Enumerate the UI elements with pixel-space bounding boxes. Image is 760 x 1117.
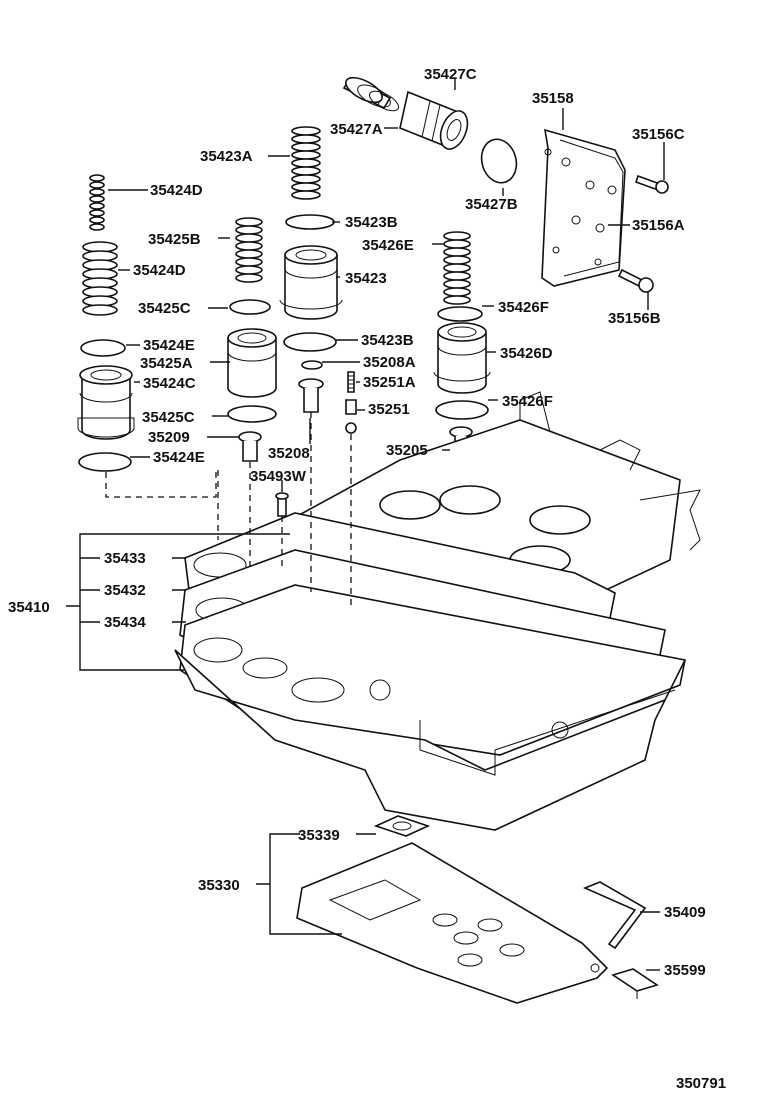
spring-35424D-small [89, 174, 105, 231]
label-35433: 35433 [104, 550, 146, 567]
plug-35209 [238, 431, 262, 462]
label-35432: 35432 [104, 582, 146, 599]
label-35426D: 35426D [500, 345, 553, 362]
clip-35599 [611, 968, 659, 999]
bolt-35156B [617, 268, 654, 293]
label-35156B: 35156B [608, 310, 661, 327]
label-35424E-top: 35424E [143, 337, 195, 354]
o-ring-35427B [480, 138, 518, 184]
o-ring-35426F-top [437, 306, 483, 322]
assembly-guide-line [105, 472, 217, 498]
label-35424E-bottom: 35424E [153, 449, 205, 466]
label-35208: 35208 [268, 445, 310, 462]
label-35493W: 35493W [250, 468, 307, 485]
bracket-35409 [582, 881, 647, 950]
label-35209: 35209 [148, 429, 190, 446]
oil-strainer-35330 [296, 842, 609, 1004]
label-35251: 35251 [368, 401, 410, 418]
o-ring-35423B-bottom [283, 332, 337, 352]
label-35599: 35599 [664, 962, 706, 979]
gasket-35339 [373, 815, 431, 837]
label-35251A: 35251A [363, 374, 416, 391]
o-ring-35425C-bottom [227, 405, 277, 423]
valve-body-lower [174, 649, 686, 831]
o-ring-35423B-top [285, 214, 335, 230]
label-35339: 35339 [298, 827, 340, 844]
label-35208A: 35208A [363, 354, 416, 371]
label-35434: 35434 [104, 614, 146, 631]
o-ring-35424E-bottom [78, 452, 132, 472]
check-ball-35251 [345, 399, 357, 434]
label-35425A: 35425A [140, 355, 193, 372]
label-35427C: 35427C [424, 66, 477, 83]
piston-35426D [433, 322, 491, 394]
bolt-35156C [634, 174, 669, 194]
label-35409: 35409 [664, 904, 706, 921]
piston-35424C [77, 365, 135, 440]
o-ring-35426F-bottom [435, 400, 489, 420]
spring-35427A [342, 76, 400, 112]
label-35425C-top: 35425C [138, 300, 191, 317]
piston-35425A [227, 328, 277, 398]
label-35156A: 35156A [632, 217, 685, 234]
piston-35423 [279, 245, 343, 320]
cover-plate-35158 [541, 128, 626, 287]
label-35330: 35330 [198, 877, 240, 894]
label-35426E: 35426E [362, 237, 414, 254]
label-35156C: 35156C [632, 126, 685, 143]
label-35426F-top: 35426F [498, 299, 549, 316]
plunger-35427C [399, 90, 469, 150]
label-35423A: 35423A [200, 148, 253, 165]
spring-35423A [291, 126, 321, 200]
label-35423B-bottom: 35423B [361, 332, 414, 349]
label-35410: 35410 [8, 599, 50, 616]
spring-35425B [235, 217, 263, 283]
label-35423B-top: 35423B [345, 214, 398, 231]
label-35423: 35423 [345, 270, 387, 287]
label-35424C: 35424C [143, 375, 196, 392]
label-35427B: 35427B [465, 196, 518, 213]
bolt-35493W [275, 492, 289, 517]
o-ring-35425C-top [229, 299, 271, 315]
plug-35208 [298, 378, 324, 413]
label-35426F-bottom: 35426F [502, 393, 553, 410]
label-35158: 35158 [532, 90, 574, 107]
o-ring-35424E-top [80, 339, 126, 357]
label-35424D-top: 35424D [150, 182, 203, 199]
label-35425C-bottom: 35425C [142, 409, 195, 426]
label-35425B: 35425B [148, 231, 201, 248]
leader-lines [66, 78, 665, 971]
label-35427A: 35427A [330, 121, 383, 138]
label-35205: 35205 [386, 442, 428, 459]
label-35424D-bottom: 35424D [133, 262, 186, 279]
spring-35424D-large [82, 241, 118, 316]
pin-35251A [347, 371, 355, 393]
figure-number: 350791 [676, 1075, 726, 1092]
spring-35426E [443, 231, 471, 305]
o-ring-35208A [301, 360, 323, 370]
